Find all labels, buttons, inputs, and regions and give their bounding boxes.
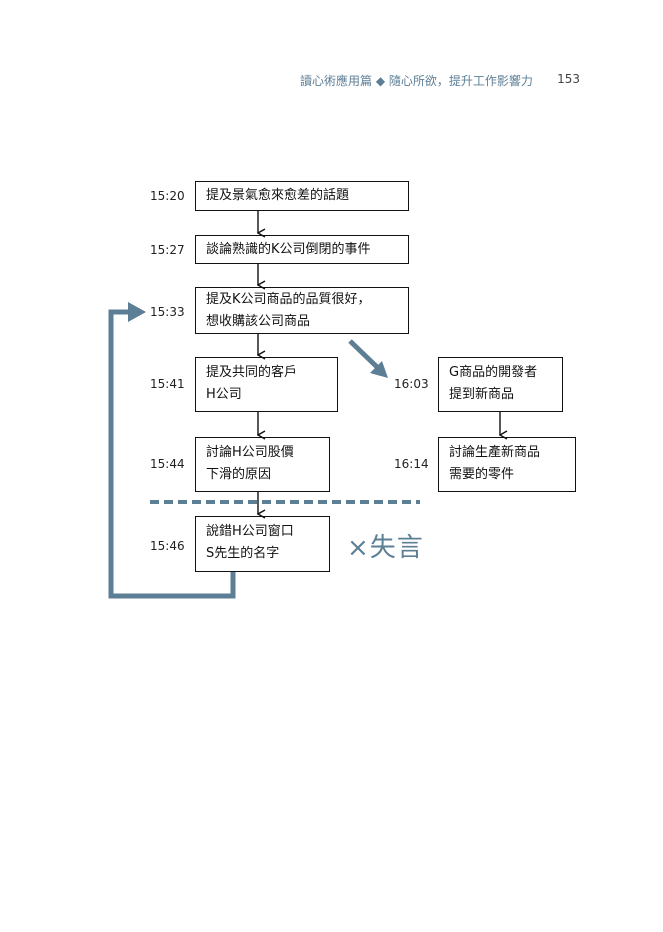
page-number: 153 <box>557 72 580 86</box>
event-text: 提到新商品 <box>449 387 515 402</box>
branch-arrow <box>348 339 379 369</box>
time-label: 15:20 <box>150 189 185 203</box>
event-text: 討論H公司股價 <box>206 445 294 460</box>
running-title: 讀心術應用篇 ◆ 隨心所欲，提升工作影響力 <box>300 74 533 88</box>
event-text: H公司 <box>206 387 242 402</box>
time-label: 15:41 <box>150 377 185 391</box>
time-label: 16:03 <box>394 377 429 391</box>
time-label: 15:46 <box>150 539 185 553</box>
page-header: 讀心術應用篇 ◆ 隨心所欲，提升工作影響力 153 <box>300 70 580 90</box>
event-box: 說錯H公司窗口 S先生的名字 <box>195 516 330 572</box>
event-text: 提及K公司商品的品質很好， <box>206 292 371 307</box>
event-text: 想收購該公司商品 <box>206 314 311 329</box>
branch-arrowhead <box>370 361 388 378</box>
event-box: 談論熟識的K公司倒閉的事件 <box>195 235 409 264</box>
event-text: 提及景氣愈來愈差的話題 <box>206 188 350 203</box>
event-text: 下滑的原因 <box>206 467 272 482</box>
event-text: 提及共同的客戶 <box>206 365 298 380</box>
return-arrowhead <box>128 302 146 322</box>
mistake-label: ×失言 <box>347 533 424 563</box>
event-box: 提及K公司商品的品質很好， 想收購該公司商品 <box>195 287 409 334</box>
time-label: 15:33 <box>150 305 185 319</box>
time-label: 15:44 <box>150 457 185 471</box>
event-text: 討論生產新商品 <box>449 445 541 460</box>
time-label: 15:27 <box>150 243 185 257</box>
event-text: 需要的零件 <box>449 467 515 482</box>
event-box: 討論H公司股價 下滑的原因 <box>195 437 330 492</box>
event-box: 提及共同的客戶 H公司 <box>195 357 338 412</box>
event-text: 說錯H公司窗口 <box>206 524 294 539</box>
time-label: 16:14 <box>394 457 429 471</box>
event-box: G商品的開發者 提到新商品 <box>438 357 563 412</box>
event-text: S先生的名字 <box>206 546 280 561</box>
return-loop <box>108 309 236 599</box>
event-text: G商品的開發者 <box>449 365 538 380</box>
event-box: 提及景氣愈來愈差的話題 <box>195 181 409 211</box>
event-text: 談論熟識的K公司倒閉的事件 <box>206 242 371 257</box>
